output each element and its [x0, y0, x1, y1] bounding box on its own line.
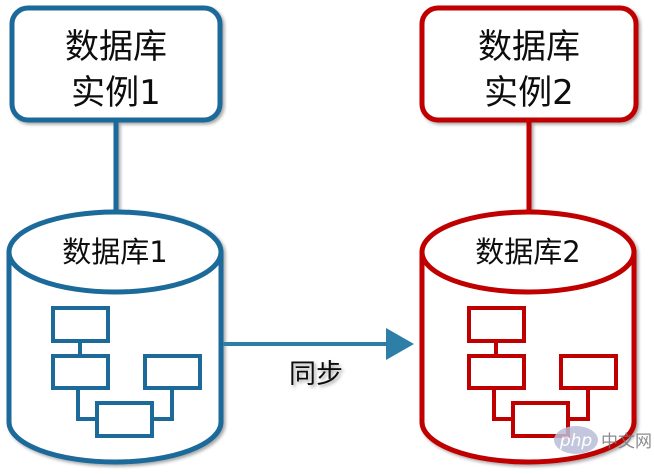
- database-1-label: 数据库1: [62, 235, 167, 269]
- php-logo-text: php: [559, 431, 593, 451]
- instance-2-line2: 实例2: [484, 73, 574, 113]
- schema-icon: [51, 306, 202, 438]
- sync-arrow: 同步: [223, 328, 414, 390]
- instance-1: 数据库 实例1: [9, 5, 223, 212]
- watermark-text: 中文网: [601, 432, 652, 452]
- php-logo: [554, 426, 598, 454]
- instance-1-box: [9, 5, 223, 123]
- cylinder-body: [6, 252, 224, 465]
- cylinder-top: [419, 209, 637, 295]
- cylinder-body: [419, 252, 637, 465]
- instance-2-line1: 数据库: [478, 27, 580, 67]
- instance-2-box: [419, 5, 639, 123]
- instance-1-line1: 数据库: [65, 27, 167, 67]
- cylinder-top: [6, 209, 224, 295]
- database-2-label: 数据库2: [475, 235, 580, 269]
- watermark: php 中文网: [554, 426, 652, 454]
- sync-label: 同步: [289, 359, 343, 390]
- schema-icon: [467, 306, 618, 438]
- database-2: 数据库2: [419, 209, 637, 465]
- database-1: 数据库1: [6, 209, 224, 465]
- instance-1-line2: 实例1: [71, 73, 161, 113]
- instance-2: 数据库 实例2: [419, 5, 639, 212]
